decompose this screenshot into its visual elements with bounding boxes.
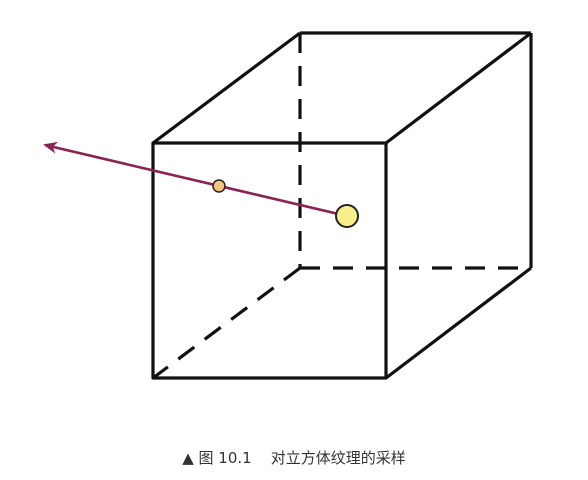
visible-edges [151, 31, 533, 380]
cube-texture-sampling-diagram [43, 31, 533, 380]
face-intersection-point [212, 179, 226, 193]
front-face [151, 141, 388, 380]
cube-center-point [335, 204, 359, 228]
figure-number: 图 10.1 [198, 449, 252, 467]
top-right-depth-edge [385, 31, 532, 145]
back-diagonal-edge [152, 266, 301, 380]
bottom-right-depth-edge [385, 266, 532, 380]
sampling-ray-arrow [43, 141, 348, 218]
hidden-edges [152, 33, 531, 380]
figure-caption: ▲ 图 10.1 对立方体纹理的采样 [0, 447, 588, 468]
top-left-depth-edge [152, 31, 301, 145]
up-triangle-icon: ▲ [182, 449, 194, 467]
caption-text: 对立方体纹理的采样 [270, 449, 406, 467]
